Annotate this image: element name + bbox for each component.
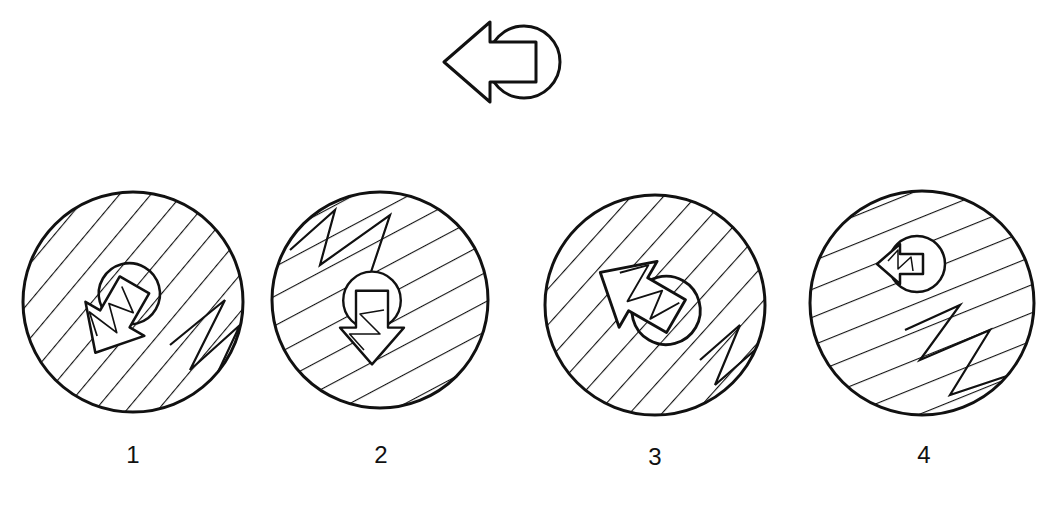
option-disc: [810, 191, 1034, 415]
option-number: 4: [917, 443, 930, 467]
option-number: 3: [648, 445, 661, 469]
option-number: 1: [126, 443, 139, 467]
option-disc: [23, 192, 243, 412]
option-disc: [545, 195, 765, 415]
option-number: 2: [374, 443, 387, 467]
option-disc: [272, 192, 488, 408]
reference-figure: [444, 22, 560, 102]
